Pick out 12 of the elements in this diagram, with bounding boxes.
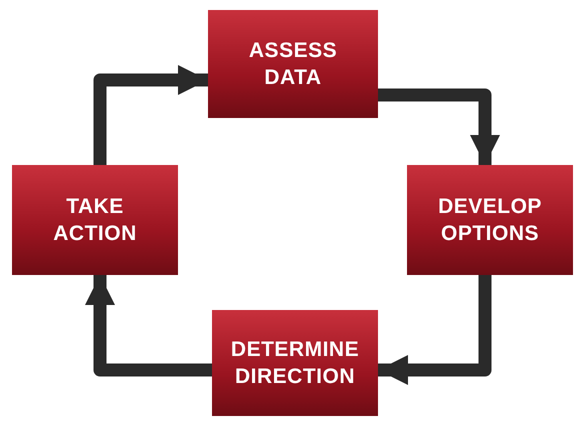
process-box (407, 165, 573, 275)
process-box (208, 10, 378, 118)
arrow (85, 275, 212, 376)
box-label: TAKE ACTION (52, 194, 138, 247)
arrow (378, 275, 492, 385)
arrow (378, 88, 500, 165)
process-box (212, 310, 378, 416)
box-label: ASSESS DATA (248, 38, 338, 91)
process-box (12, 165, 178, 275)
box-label: DETERMINE DIRECTION (230, 336, 360, 390)
arrow (94, 65, 208, 165)
box-label: DEVELOP OPTIONS (437, 194, 543, 247)
